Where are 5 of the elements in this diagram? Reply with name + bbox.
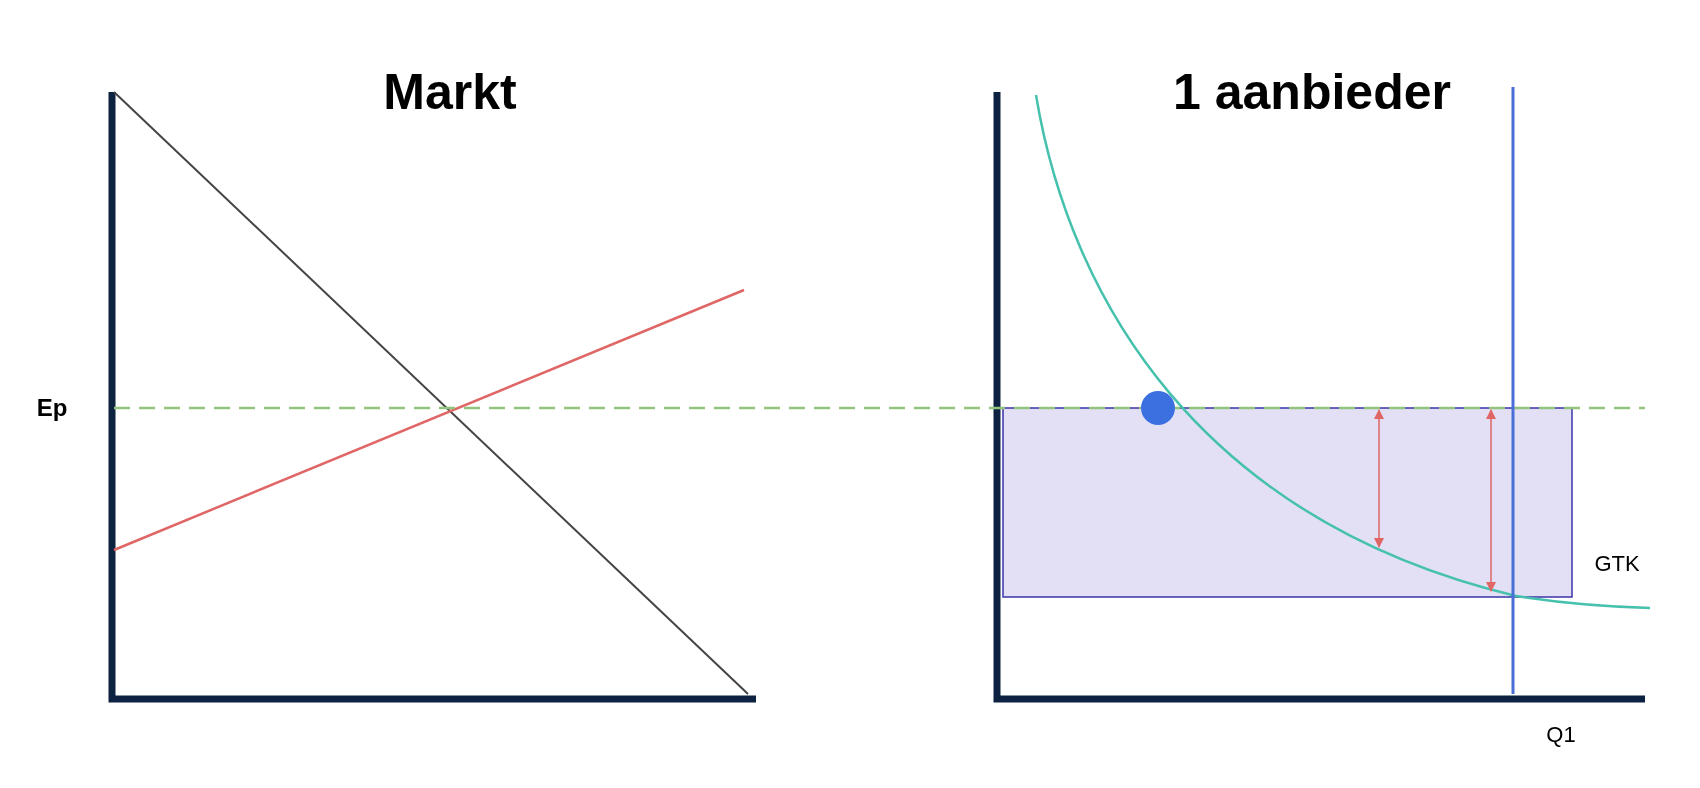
- chart-title: Markt: [383, 63, 517, 121]
- chart-title: 1 aanbieder: [1173, 63, 1451, 121]
- axis-label: Ep: [36, 394, 68, 422]
- axis-label: Q1: [1546, 722, 1576, 748]
- curve-label: GTK: [1594, 551, 1640, 577]
